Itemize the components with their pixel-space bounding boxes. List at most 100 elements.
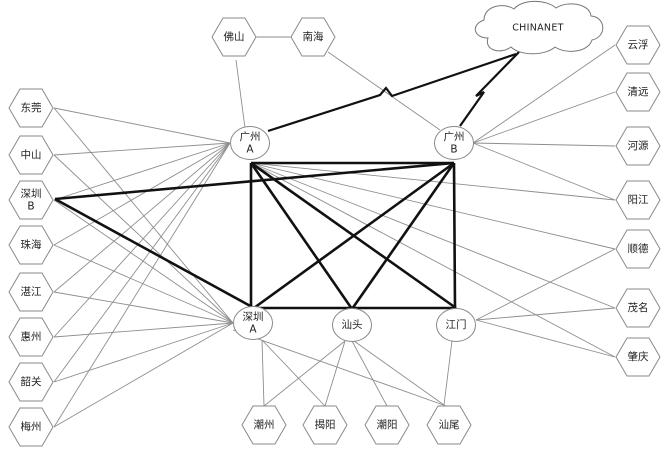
node-zhaoqing: 肇庆 [615,337,661,377]
network-link [475,248,616,321]
network-link [324,340,346,407]
node-label: 广州 [240,131,261,143]
node-label: A [246,143,254,155]
circle-node-shape [434,126,474,160]
hexagon-node-shape [8,135,54,175]
network-link [232,329,450,408]
node-shantou: 汕头 [332,308,372,342]
node-jieyang: 揭阳 [302,405,348,445]
node-zhongshan: 中山 [8,135,54,175]
network-link [472,142,616,201]
hexagon-node-shape [241,405,287,445]
node-label: 潮阳 [377,418,398,431]
network-link [53,322,234,338]
node-label: A [249,323,257,335]
network-link [53,291,234,324]
hexagon-node-shape [290,17,336,57]
node-label: 湛江 [21,286,42,298]
wan-link-gz-a [267,52,517,133]
node-sz-a: 深圳A [233,306,273,340]
network-link [250,162,616,358]
node-yunfu: 云浮 [615,25,661,65]
node-label: 肇庆 [628,350,649,363]
node-label: 阳江 [628,194,649,206]
backbone-link [54,161,455,201]
node-zhuhai: 珠海 [8,225,54,265]
backbone-link-layer [54,161,457,310]
node-label: 河源 [628,139,649,152]
backbone-link [249,162,354,310]
node-nanhai: 南海 [290,17,336,57]
network-link [472,142,616,147]
node-shunde: 顺德 [615,229,661,269]
hexagon-node-shape [8,407,54,447]
node-huizhou: 惠州 [8,317,54,357]
node-label: 汕头 [342,319,363,331]
node-gz-b: 广州B [434,126,474,160]
node-label: 南海 [303,30,324,43]
network-link [53,322,234,383]
hexagon-node-shape [615,72,661,112]
node-label: 韶关 [21,375,42,388]
node-jiangmen: 江门 [436,308,476,342]
wan-link-layer [267,51,520,133]
node-dongguan: 东莞 [8,88,54,128]
hexagon-node-shape [8,180,54,220]
chinanet-cloud: CHINANET [474,0,604,55]
node-label: 江门 [446,318,467,331]
node-label: 东莞 [21,101,42,114]
node-meizhou: 梅州 [8,407,54,447]
node-label: 珠海 [21,238,42,251]
circle-node-shape [230,126,270,160]
network-link [472,44,616,144]
circle-node-shape [332,308,372,342]
hexagon-node-shape [426,405,472,445]
network-link [53,142,231,246]
node-heyuan: 河源 [615,126,661,166]
backbone-link [253,161,455,310]
hexagon-node-shape [8,317,54,357]
network-link [53,142,231,383]
network-link [351,340,388,407]
hexagon-node-shape [364,405,410,445]
hexagon-node-shape [8,225,54,265]
network-link [443,340,453,406]
network-link [53,142,231,338]
circle-node-shape [436,308,476,342]
network-link [261,339,265,407]
node-maoming: 茂名 [615,288,661,328]
node-label: B [450,143,457,155]
hexagon-node-shape [615,126,661,166]
hexagon-node-shape [8,272,54,312]
hexagon-node-shape [8,362,54,402]
hexagon-node-shape [615,180,661,220]
node-label: 云浮 [628,39,649,51]
network-link [250,162,616,201]
network-link [53,244,234,324]
network-link [261,339,326,407]
node-label: B [27,200,34,212]
node-label: 茂名 [628,301,649,314]
network-link [475,307,616,321]
node-shanwei: 汕尾 [426,405,472,445]
network-link [353,340,445,406]
node-label: 惠州 [21,330,42,343]
network-link [53,322,234,428]
circle-node-shape [233,306,273,340]
hexagon-node-shape [615,25,661,65]
node-label: 汕尾 [439,419,460,431]
node-label: 深圳 [243,311,264,323]
network-link [235,59,246,129]
thin-link-layer [53,36,616,428]
node-gz-a: 广州A [230,126,270,160]
node-label: 梅州 [21,420,42,433]
backbone-link [350,162,456,310]
hexagon-node-shape [8,88,54,128]
cloud-label: CHINANET [512,23,564,34]
network-link [472,91,616,144]
node-label: 揭阳 [315,418,336,431]
hexagon-node-shape [615,288,661,328]
hexagon-node-shape [615,229,661,269]
